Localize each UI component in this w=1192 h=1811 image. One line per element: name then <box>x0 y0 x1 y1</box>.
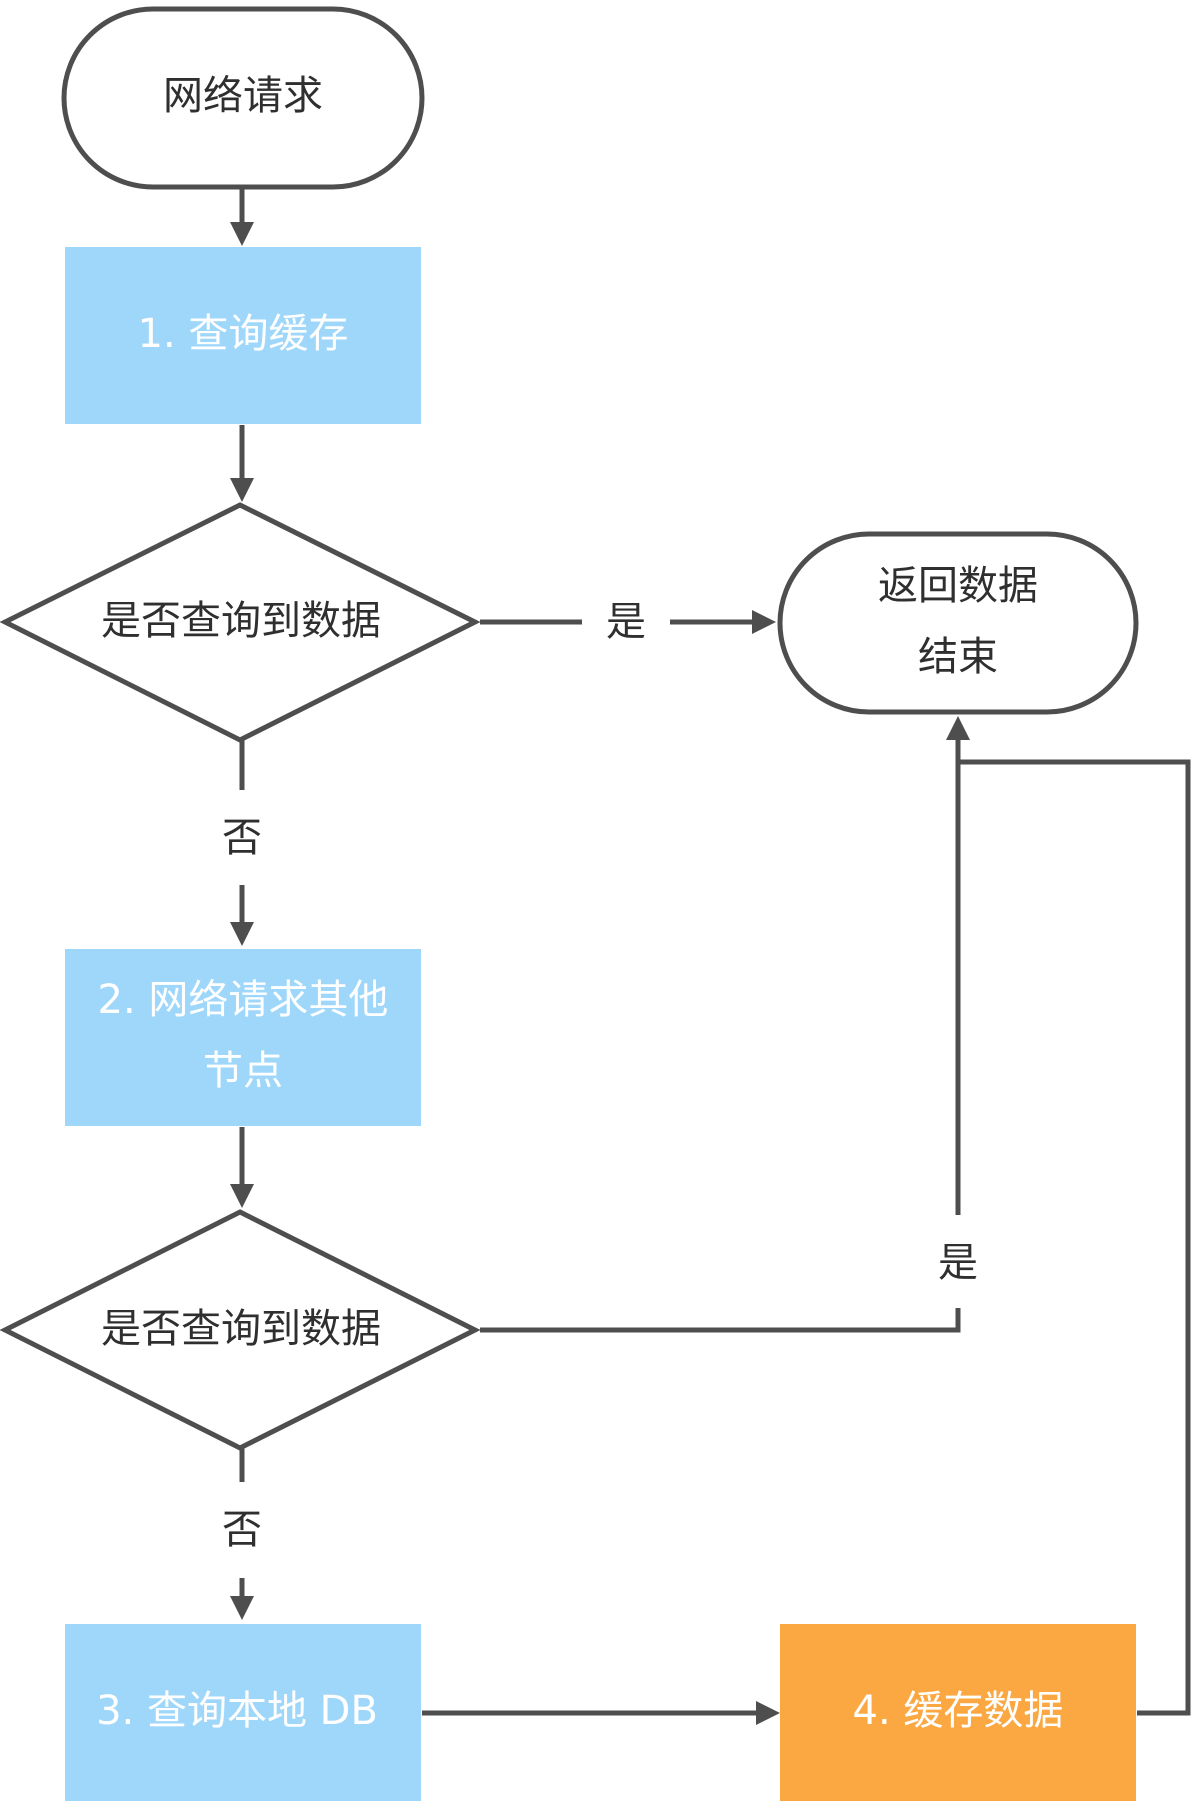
return-label-line-1: 返回数据 <box>878 563 1038 609</box>
query-cache-label: 1. 查询缓存 <box>138 311 349 357</box>
edge-decision-2-yes-a <box>480 1308 961 1333</box>
edge-cache-data-to-return <box>958 759 1191 1716</box>
edge-label-yes-1: 是 <box>606 599 646 645</box>
node-query-cache: 1. 查询缓存 <box>65 247 421 424</box>
arrowhead-icon <box>230 478 254 502</box>
arrowhead-icon <box>946 716 970 740</box>
start-label: 网络请求 <box>163 73 323 119</box>
decision-1-diamond <box>0 502 481 743</box>
edge-label-no-2: 否 <box>222 1507 262 1553</box>
arrowhead-icon <box>230 222 254 246</box>
node-query-local-db: 3. 查询本地 DB <box>65 1624 421 1801</box>
cache-data-box <box>780 1624 1136 1801</box>
arrowhead-icon <box>230 1184 254 1208</box>
flowchart-edges <box>230 188 1191 1725</box>
node-return: 返回数据 结束 <box>777 531 1139 715</box>
query-local-db-box <box>65 1624 421 1801</box>
query-cache-box <box>65 247 421 424</box>
start-terminal-shape <box>61 6 425 190</box>
request-other-box <box>65 949 421 1126</box>
return-label-line-2: 结束 <box>918 634 998 680</box>
query-local-db-label: 3. 查询本地 DB <box>96 1688 378 1734</box>
node-decision-1: 是否查询到数据 <box>0 502 481 743</box>
arrowhead-icon <box>230 922 254 946</box>
arrowhead-icon <box>230 1596 254 1620</box>
node-request-other: 2. 网络请求其他 节点 <box>65 949 421 1126</box>
decision-2-label: 是否查询到数据 <box>101 1306 381 1352</box>
decision-2-diamond <box>0 1209 481 1451</box>
edge-label-yes-2: 是 <box>938 1240 978 1286</box>
cache-data-label: 4. 缓存数据 <box>853 1688 1064 1734</box>
decision-1-label: 是否查询到数据 <box>101 598 381 644</box>
return-terminal-shape <box>777 531 1139 715</box>
node-start: 网络请求 <box>61 6 425 190</box>
arrowhead-icon <box>752 610 776 634</box>
request-other-label-line-1: 2. 网络请求其他 <box>98 977 389 1023</box>
node-decision-2: 是否查询到数据 <box>0 1209 481 1451</box>
edge-label-no-1: 否 <box>222 815 262 861</box>
arrowhead-icon <box>756 1701 780 1725</box>
node-cache-data: 4. 缓存数据 <box>780 1624 1136 1801</box>
request-other-label-line-2: 节点 <box>203 1048 283 1094</box>
